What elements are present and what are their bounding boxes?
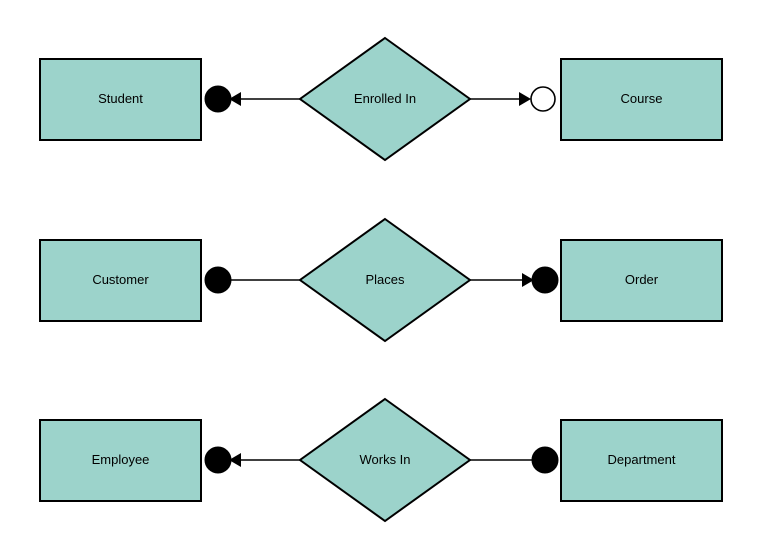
- relationship-label-places: Places: [365, 272, 405, 287]
- entity-label-customer: Customer: [92, 272, 149, 287]
- entity-box-department[interactable]: [560, 419, 723, 502]
- cardinality-endpoint-filled-circle-employee[interactable]: [204, 446, 232, 474]
- cardinality-endpoint-filled-circle-order[interactable]: [531, 266, 559, 294]
- entity-box-employee[interactable]: [39, 419, 202, 502]
- arrowhead-left-employee: [229, 453, 241, 467]
- relationship-label-works-in: Works In: [359, 452, 410, 467]
- relationship-diamond-places[interactable]: [298, 217, 472, 343]
- entity-label-course: Course: [621, 91, 663, 106]
- arrowhead-right-order: [522, 273, 534, 287]
- entity-label-department: Department: [608, 452, 676, 467]
- entity-box-customer[interactable]: [39, 239, 202, 322]
- arrowhead-right-course: [519, 92, 531, 106]
- entity-box-order[interactable]: [560, 239, 723, 322]
- relationship-row-2: Customer Places Order: [39, 217, 723, 343]
- relationship-diamond-enrolled-in[interactable]: [298, 36, 472, 162]
- cardinality-endpoint-filled-circle-department[interactable]: [531, 446, 559, 474]
- relationship-diamond-works-in[interactable]: [298, 397, 472, 523]
- entity-label-employee: Employee: [92, 452, 150, 467]
- arrowhead-left-student: [229, 92, 241, 106]
- entity-box-course[interactable]: [560, 58, 723, 141]
- relationship-label-enrolled-in: Enrolled In: [354, 91, 416, 106]
- cardinality-endpoint-filled-circle-customer[interactable]: [204, 266, 232, 294]
- cardinality-endpoint-hollow-circle-course[interactable]: [530, 86, 556, 112]
- entity-label-order: Order: [625, 272, 659, 287]
- relationship-row-1: Student Enrolled In Course: [39, 36, 723, 162]
- entity-box-student[interactable]: [39, 58, 202, 141]
- entity-label-student: Student: [98, 91, 143, 106]
- cardinality-endpoint-filled-circle-student[interactable]: [204, 85, 232, 113]
- relationship-row-3: Employee Works In Department: [39, 397, 723, 523]
